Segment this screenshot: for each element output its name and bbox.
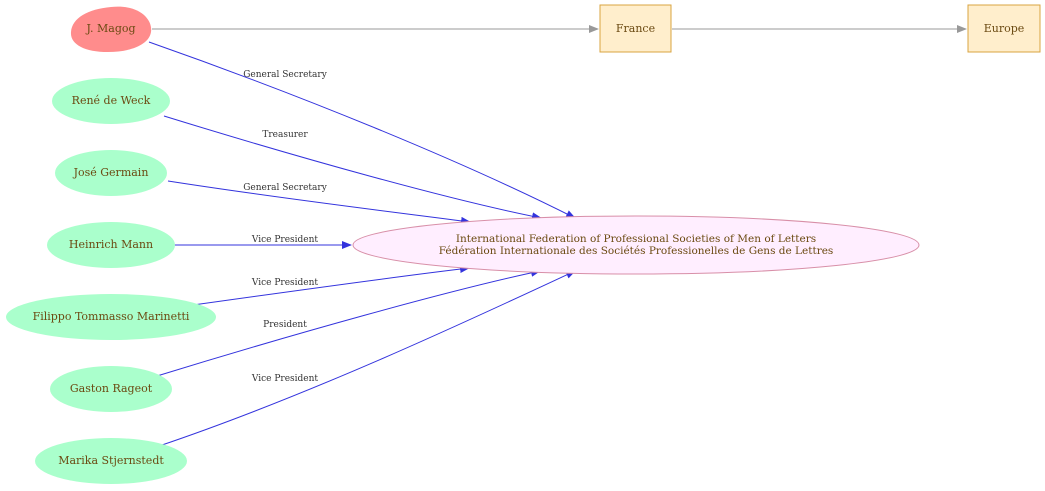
edge-label-weck: Treasurer [262, 130, 308, 140]
node-shape [352, 215, 920, 275]
person-name: José Germain [73, 166, 149, 179]
person-node-weck[interactable]: René de Weck [52, 78, 170, 124]
edge-magog-org [148, 41, 576, 219]
edge-weck-org [163, 115, 542, 221]
edge-label-magog: General Secretary [243, 70, 327, 80]
organization-node[interactable]: International Federation of Professional… [352, 215, 920, 275]
node-shape [47, 222, 175, 268]
edge-rageot-org [156, 268, 541, 377]
person-name: Marika Stjernstedt [58, 454, 164, 467]
person-node-rageot[interactable]: Gaston Rageot [50, 366, 172, 412]
person-name: Heinrich Mann [69, 238, 153, 251]
edge-germain-org [167, 180, 471, 225]
edge-label-stjernstedt: Vice President [251, 374, 319, 384]
node-shape [35, 438, 187, 484]
node-shape [70, 6, 152, 52]
node-shape [55, 150, 167, 196]
edge-stjernstedt-org [158, 270, 576, 447]
node-shape [52, 78, 170, 124]
edge-label-germain: General Secretary [243, 183, 327, 193]
person-node-germain[interactable]: José Germain [55, 150, 167, 196]
edge-label-marinetti: Vice President [251, 278, 319, 288]
person-name: Gaston Rageot [70, 382, 153, 395]
organization-name-english: International Federation of Professional… [456, 233, 816, 245]
place-name: France [616, 22, 655, 35]
person-node-magog[interactable]: J. Magog [70, 6, 152, 52]
person-node-stjernstedt[interactable]: Marika Stjernstedt [35, 438, 187, 484]
edge-label-mann: Vice President [251, 235, 319, 245]
person-name: René de Weck [72, 94, 151, 107]
node-shape [50, 366, 172, 412]
place-node-france[interactable]: France [599, 4, 672, 53]
edge-marinetti-org [192, 265, 470, 306]
place-name: Europe [984, 22, 1025, 35]
person-node-marinetti[interactable]: Filippo Tommasso Marinetti [6, 294, 216, 340]
edge-label-rageot: President [263, 320, 307, 330]
node-shape [6, 294, 216, 340]
node-shape [599, 4, 672, 53]
person-name: Filippo Tommasso Marinetti [33, 310, 190, 323]
person-node-mann[interactable]: Heinrich Mann [47, 222, 175, 268]
organization-name-french: Fédération Internationale des Sociétés P… [439, 245, 834, 257]
place-node-europe[interactable]: Europe [967, 4, 1041, 53]
node-shape [967, 4, 1041, 53]
person-name: J. Magog [85, 22, 135, 35]
